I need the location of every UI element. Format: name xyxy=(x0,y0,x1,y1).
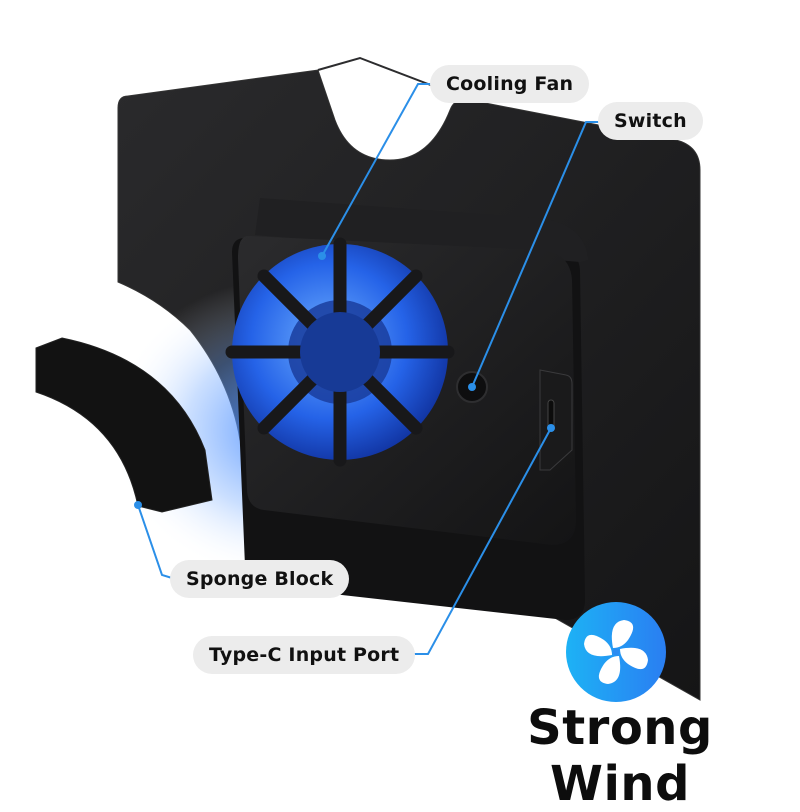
label-sponge-block: Sponge Block xyxy=(170,560,350,598)
sponge-block xyxy=(35,337,213,513)
label-type-c-port: Type-C Input Port xyxy=(193,636,416,674)
brand-name: Strong Wind xyxy=(527,700,713,812)
cooling-fan xyxy=(225,237,455,467)
label-switch: Switch xyxy=(598,102,703,140)
label-cooling-fan: Cooling Fan xyxy=(430,65,590,103)
callout-lines xyxy=(137,83,600,655)
fan-icon xyxy=(584,620,648,684)
